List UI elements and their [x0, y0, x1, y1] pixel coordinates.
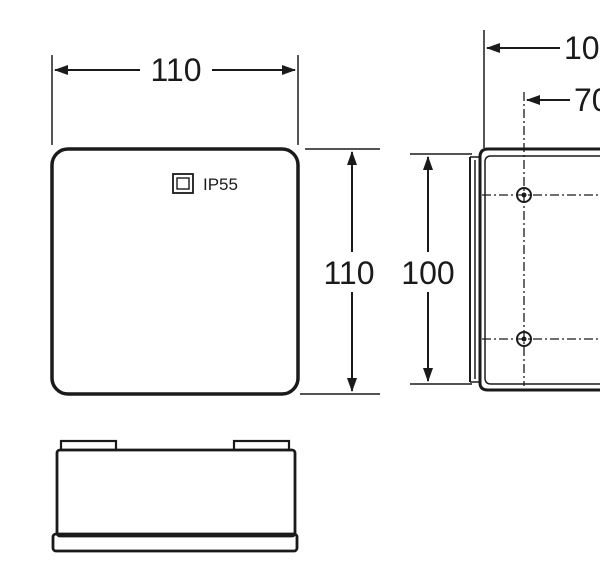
mounting-hole-lower-center	[521, 336, 527, 342]
height-dimension-label: 110	[323, 255, 374, 291]
mounting-hole-lower	[516, 331, 532, 347]
hole-spacing-dimension-label: 70	[574, 82, 600, 118]
bottom-view-flange	[51, 532, 299, 553]
mounting-hole-upper-center	[521, 192, 527, 198]
front-view: IP55 110 110	[50, 52, 380, 396]
side-view-outline	[478, 147, 600, 392]
front-view-outline	[50, 147, 300, 396]
ip-rating-label: IP55	[203, 175, 238, 194]
width-dimension-label: 110	[150, 52, 201, 88]
mounting-hole-upper	[516, 187, 532, 203]
side-height-dimension-label: 100	[401, 255, 454, 291]
bottom-view	[51, 439, 299, 553]
bottom-view-body	[55, 448, 297, 538]
side-view-inner-outline	[484, 155, 600, 385]
depth-dimension-label: 10	[564, 30, 600, 66]
ip-square-inner	[176, 177, 190, 190]
side-view: 100 10 70	[401, 30, 600, 392]
ip-square-icon	[172, 173, 194, 194]
